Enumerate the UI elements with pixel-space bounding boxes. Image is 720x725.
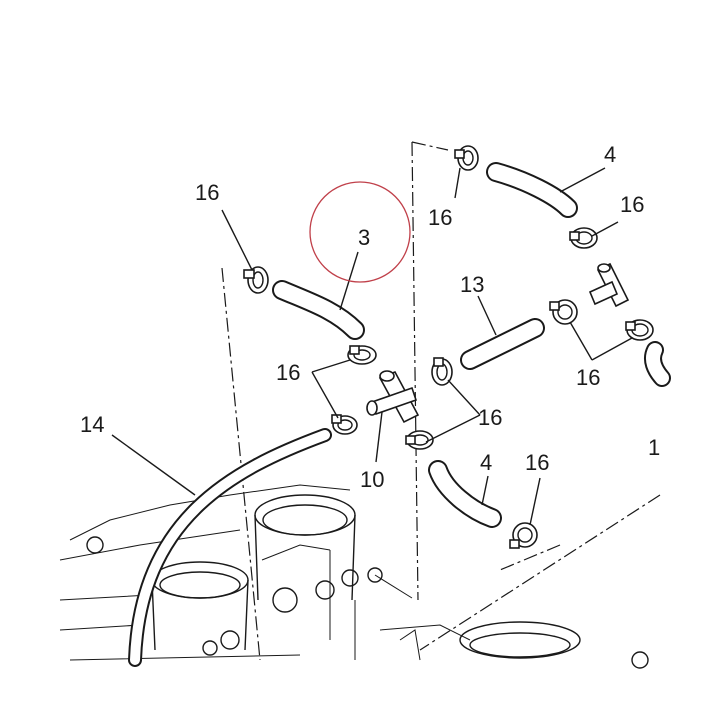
highlight-circle bbox=[309, 181, 411, 283]
callout-labels: 16 3 16 4 16 13 16 16 16 14 10 4 16 1 bbox=[80, 142, 660, 492]
reference-lines bbox=[221, 141, 661, 661]
callout-3: 3 bbox=[358, 225, 370, 250]
clamp bbox=[347, 345, 377, 365]
callout-14: 14 bbox=[80, 412, 104, 437]
hose-4-bottom bbox=[428, 460, 502, 528]
callout-13: 13 bbox=[460, 272, 484, 297]
throttle-body-assembly bbox=[59, 484, 649, 669]
callout-4-bottom: 4 bbox=[480, 450, 492, 475]
clamp bbox=[509, 522, 538, 549]
callout-16-bottom: 16 bbox=[525, 450, 549, 475]
callout-16-left: 16 bbox=[276, 360, 300, 385]
callout-16-top-left: 16 bbox=[195, 180, 219, 205]
clamp bbox=[431, 357, 453, 386]
clamp bbox=[454, 145, 479, 171]
clamps-16 bbox=[243, 145, 654, 549]
callout-16-top-mid: 16 bbox=[428, 205, 452, 230]
hose-4-top bbox=[486, 162, 578, 218]
callout-16-center: 16 bbox=[478, 405, 502, 430]
hose-14 bbox=[128, 428, 332, 667]
clamp bbox=[243, 266, 269, 294]
clamp bbox=[549, 299, 578, 325]
clamp bbox=[625, 319, 654, 341]
callout-1-edge: 1 bbox=[648, 435, 660, 460]
clamp bbox=[331, 414, 358, 435]
cross-fitting-10 bbox=[366, 370, 420, 424]
clamp bbox=[405, 430, 434, 450]
callout-4-top: 4 bbox=[604, 142, 616, 167]
callout-16-right-mid: 16 bbox=[576, 365, 600, 390]
hose-right-edge bbox=[644, 341, 671, 387]
callout-16-top-right: 16 bbox=[620, 192, 644, 217]
callout-10: 10 bbox=[360, 467, 384, 492]
clamp bbox=[569, 227, 598, 249]
tee-fitting bbox=[588, 262, 630, 308]
hose-13 bbox=[460, 318, 545, 370]
hose-3 bbox=[272, 280, 365, 340]
